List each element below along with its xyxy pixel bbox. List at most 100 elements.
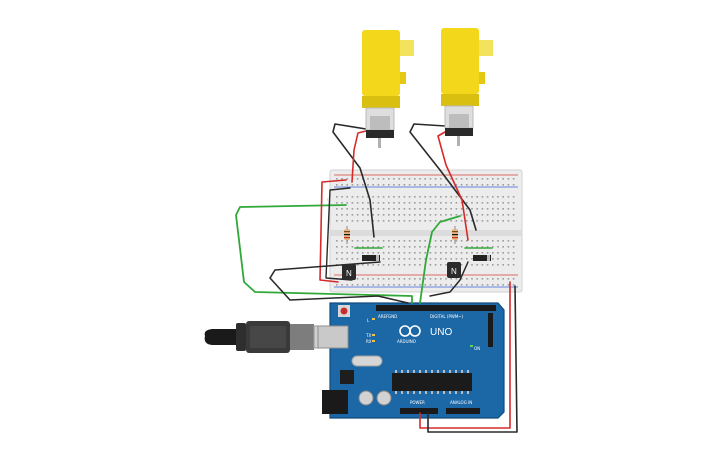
breadboard-hole[interactable] — [440, 208, 442, 210]
breadboard-hole[interactable] — [403, 284, 406, 286]
breadboard-hole[interactable] — [492, 252, 494, 254]
breadboard-hole[interactable] — [507, 196, 510, 198]
breadboard-hole[interactable] — [372, 284, 374, 286]
breadboard-hole[interactable] — [445, 252, 447, 254]
breadboard-hole[interactable] — [419, 196, 421, 198]
breadboard-hole[interactable] — [481, 178, 484, 180]
breadboard-hole[interactable] — [356, 264, 359, 266]
breadboard-hole[interactable] — [414, 258, 416, 260]
breadboard-hole[interactable] — [466, 196, 468, 198]
breadboard-hole[interactable] — [512, 264, 515, 266]
black-wire-motor1[interactable] — [332, 123, 375, 238]
breadboard-hole[interactable] — [408, 220, 411, 222]
breadboard-hole[interactable] — [356, 258, 359, 260]
power-header[interactable] — [400, 408, 438, 414]
breadboard-hole[interactable] — [440, 196, 442, 198]
breadboard-hole[interactable] — [398, 278, 400, 280]
breadboard-hole[interactable] — [424, 214, 426, 216]
breadboard-hole[interactable] — [377, 240, 380, 242]
breadboard-hole[interactable] — [471, 196, 473, 198]
breadboard-hole[interactable] — [466, 252, 468, 254]
breadboard-hole[interactable] — [356, 208, 359, 210]
breadboard-hole[interactable] — [481, 264, 484, 266]
breadboard-hole[interactable] — [356, 178, 359, 180]
breadboard-hole[interactable] — [377, 208, 380, 210]
breadboard-hole[interactable] — [460, 184, 463, 186]
breadboard-hole[interactable] — [362, 208, 364, 210]
breadboard-hole[interactable] — [351, 252, 354, 254]
breadboard-hole[interactable] — [341, 252, 343, 254]
breadboard-hole[interactable] — [398, 184, 400, 186]
breadboard-hole[interactable] — [497, 208, 499, 210]
breadboard-hole[interactable] — [429, 178, 432, 180]
breadboard-hole[interactable] — [429, 202, 432, 204]
breadboard-hole[interactable] — [414, 278, 416, 280]
breadboard-hole[interactable] — [403, 208, 406, 210]
breadboard-hole[interactable] — [434, 246, 437, 248]
breadboard-hole[interactable] — [419, 240, 421, 242]
breadboard-hole[interactable] — [471, 252, 473, 254]
breadboard-hole[interactable] — [492, 246, 494, 248]
breadboard-hole[interactable] — [497, 196, 499, 198]
breadboard-hole[interactable] — [419, 278, 421, 280]
breadboard-hole[interactable] — [492, 184, 494, 186]
breadboard-hole[interactable] — [393, 184, 395, 186]
breadboard-hole[interactable] — [341, 220, 343, 222]
breadboard-hole[interactable] — [507, 220, 510, 222]
breadboard-hole[interactable] — [382, 264, 385, 266]
breadboard-hole[interactable] — [440, 178, 442, 180]
breadboard-hole[interactable] — [486, 208, 489, 210]
breadboard-hole[interactable] — [476, 240, 478, 242]
breadboard-hole[interactable] — [408, 202, 411, 204]
breadboard-hole[interactable] — [492, 208, 494, 210]
breadboard-hole[interactable] — [440, 252, 442, 254]
breadboard-hole[interactable] — [492, 178, 494, 180]
breadboard-hole[interactable] — [481, 202, 484, 204]
breadboard-hole[interactable] — [408, 258, 411, 260]
breadboard-hole[interactable] — [476, 214, 478, 216]
breadboard-hole[interactable] — [466, 284, 468, 286]
breadboard-hole[interactable] — [507, 264, 510, 266]
breadboard-hole[interactable] — [512, 258, 515, 260]
breadboard-hole[interactable] — [434, 252, 437, 254]
breadboard-hole[interactable] — [424, 202, 426, 204]
breadboard-hole[interactable] — [393, 264, 395, 266]
breadboard-hole[interactable] — [471, 264, 473, 266]
breadboard-hole[interactable] — [414, 214, 416, 216]
breadboard-hole[interactable] — [398, 252, 400, 254]
breadboard-hole[interactable] — [450, 208, 452, 210]
breadboard-hole[interactable] — [450, 240, 452, 242]
breadboard-hole[interactable] — [440, 184, 442, 186]
breadboard-hole[interactable] — [486, 278, 489, 280]
breadboard-hole[interactable] — [398, 220, 400, 222]
breadboard-hole[interactable] — [372, 196, 374, 198]
breadboard-hole[interactable] — [351, 214, 354, 216]
breadboard-hole[interactable] — [414, 240, 416, 242]
breadboard-hole[interactable] — [429, 208, 432, 210]
breadboard-hole[interactable] — [497, 264, 499, 266]
breadboard-hole[interactable] — [398, 178, 400, 180]
breadboard-hole[interactable] — [455, 240, 458, 242]
breadboard-hole[interactable] — [336, 214, 338, 216]
breadboard-hole[interactable] — [471, 246, 473, 248]
breadboard-hole[interactable] — [460, 252, 463, 254]
breadboard-hole[interactable] — [471, 178, 473, 180]
breadboard-hole[interactable] — [351, 246, 354, 248]
breadboard-hole[interactable] — [502, 278, 504, 280]
breadboard-hole[interactable] — [450, 178, 452, 180]
breadboard-hole[interactable] — [377, 278, 380, 280]
breadboard-hole[interactable] — [398, 214, 400, 216]
breadboard-hole[interactable] — [382, 196, 385, 198]
breadboard-hole[interactable] — [414, 284, 416, 286]
breadboard-hole[interactable] — [445, 196, 447, 198]
breadboard-hole[interactable] — [471, 258, 473, 260]
breadboard-hole[interactable] — [403, 214, 406, 216]
breadboard-hole[interactable] — [414, 246, 416, 248]
breadboard-hole[interactable] — [382, 220, 385, 222]
breadboard-hole[interactable] — [403, 220, 406, 222]
breadboard-hole[interactable] — [502, 208, 504, 210]
breadboard-hole[interactable] — [367, 220, 369, 222]
breadboard-hole[interactable] — [341, 196, 343, 198]
breadboard-hole[interactable] — [346, 284, 348, 286]
breadboard-hole[interactable] — [398, 258, 400, 260]
